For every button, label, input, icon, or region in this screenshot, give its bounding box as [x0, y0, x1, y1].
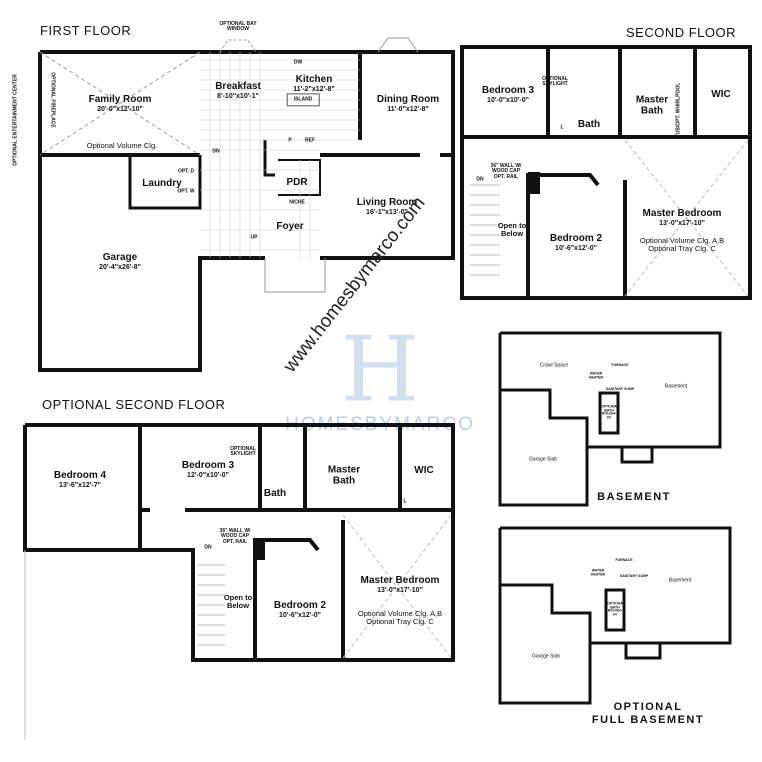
linen-label: L — [560, 124, 564, 131]
rail-note: 36" WALL W/ WOOD CAP OPT. RAIL — [490, 163, 522, 180]
skylight-note: OPTIONAL SKYLIGHT — [542, 75, 568, 87]
stairs-down-label: DN — [212, 148, 220, 155]
full-water-heater-label: WATER HEATER — [590, 568, 606, 576]
rough-in-label: OPTIONAL BATH ROUGH-IN — [601, 404, 620, 420]
stairs-down-label: DN — [476, 176, 484, 183]
opt-washer-label: OPT. W — [177, 188, 195, 195]
pdr-label: PDR — [286, 176, 308, 188]
bath-label: Bath — [263, 487, 287, 499]
fireplace-note: OPTIONAL FIREPLACE — [49, 72, 56, 128]
dw-label: DW — [293, 59, 303, 66]
skylight-note: OPTIONAL SKYLIGHT — [230, 445, 256, 457]
master-bath-label: Master Bath — [327, 464, 361, 486]
stairs-up-label: UP — [250, 234, 258, 241]
furnace-label: FURNACE — [611, 363, 629, 368]
full-furnace-label: FURNACE — [615, 558, 633, 563]
first-floor-title: FIRST FLOOR — [40, 23, 132, 38]
bath-label: Bath — [577, 118, 601, 130]
open-to-below-label: Open to Below — [497, 221, 527, 238]
wic-label: WIC — [711, 88, 731, 100]
first-floor-walls — [38, 50, 455, 372]
garage-slab-label: Garage Slab — [528, 456, 558, 463]
basement-label: Basement — [664, 383, 688, 390]
full-rough-in-label: OPTIONAL BATH ROUGH-IN — [607, 601, 626, 617]
open-to-below-label: Open to Below — [223, 593, 253, 610]
sump-label: SANITARY SUMP — [605, 387, 635, 392]
foyer-label: Foyer — [276, 220, 304, 232]
pantry-label: P — [288, 137, 292, 144]
full-basement-walls — [498, 526, 732, 705]
tub-note: TUB/OPT. WHIRLPOOL — [675, 82, 682, 138]
water-heater-label: WATER HEATER — [588, 371, 604, 379]
entertainment-note: OPTIONAL ENTERTAINMENT CENTER — [12, 74, 19, 166]
volume-ceiling-note: Optional Volume Clg. — [86, 141, 158, 151]
laundry-label: Laundry — [142, 177, 182, 189]
full-sump-label: SANITARY SUMP — [619, 574, 649, 579]
niche-label: NICHE — [289, 199, 305, 206]
full-garage-slab-label: Garage Slab — [531, 653, 561, 660]
basement-walls — [498, 331, 722, 507]
ref-label: REF — [305, 137, 315, 144]
opt-dryer-label: OPT. D — [177, 168, 195, 175]
crawl-space-label: Crawl Space — [539, 362, 569, 369]
master-bath-label: Master Bath — [635, 94, 669, 116]
logo-h-mark: H — [340, 317, 420, 423]
stairs-down-label: DN — [204, 544, 212, 551]
full-basement-label: Basement — [668, 577, 692, 584]
wic-label: WIC — [414, 464, 434, 476]
linen-label: L — [403, 498, 407, 505]
bay-window-note: OPTIONAL BAY WINDOW — [219, 20, 257, 32]
rail-note: 36" WALL W/ WOOD CAP OPT. RAIL — [219, 528, 251, 545]
basement-title: BASEMENT — [597, 491, 671, 503]
second-floor-walls — [460, 45, 752, 300]
optional-second-floor-title: OPTIONAL SECOND FLOOR — [42, 397, 226, 412]
island-label: ISLAND — [286, 93, 320, 107]
second-floor-title: SECOND FLOOR — [626, 25, 737, 40]
